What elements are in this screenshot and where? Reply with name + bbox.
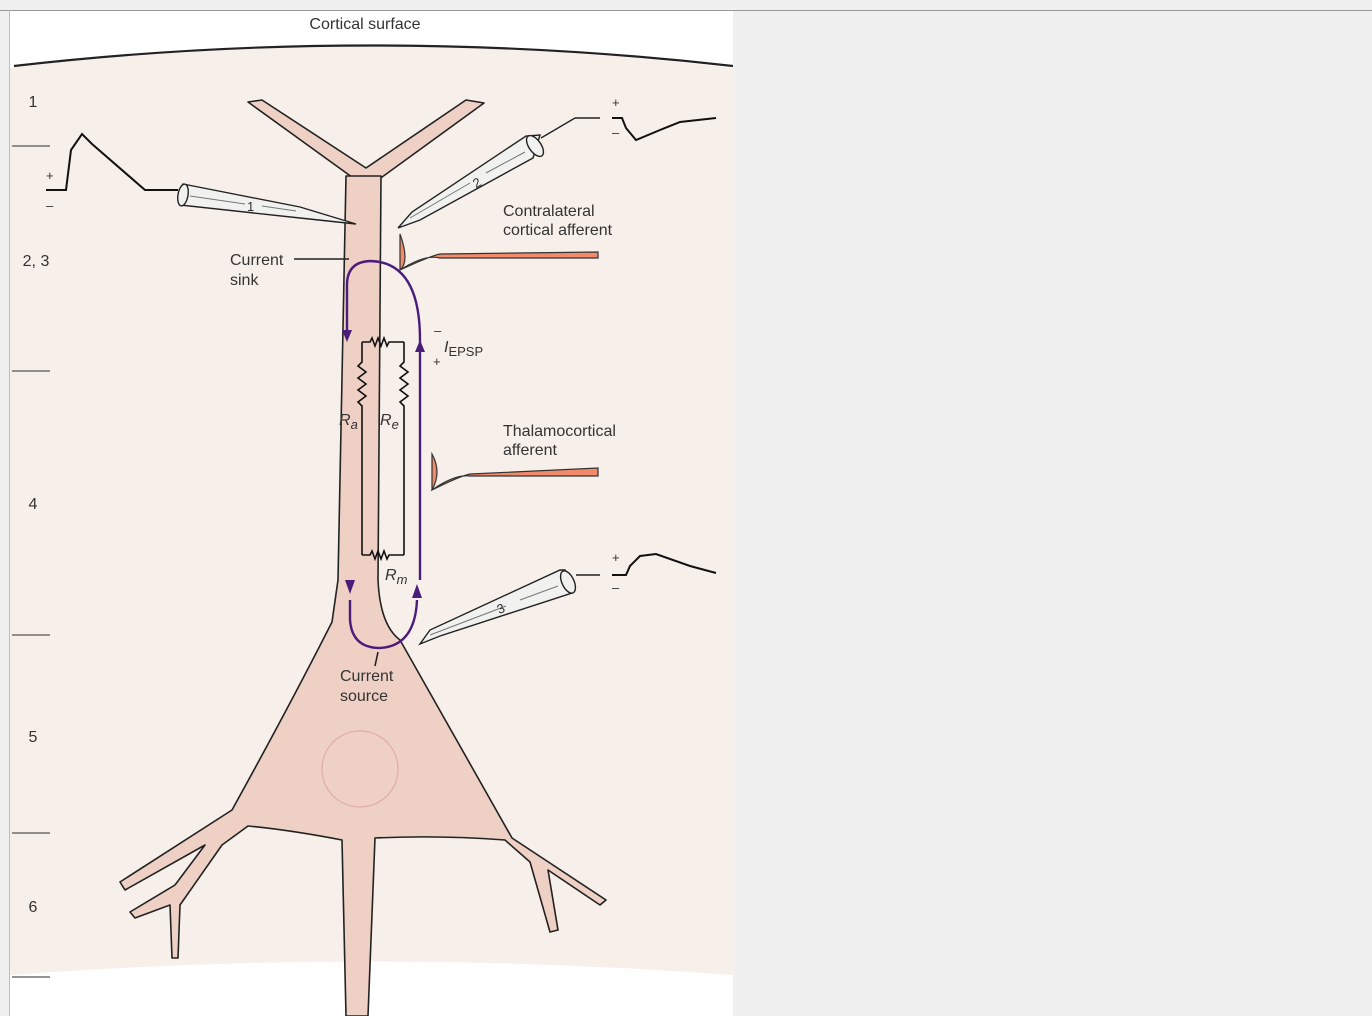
thalamocortical-label-line2: afferent bbox=[503, 442, 558, 459]
contralateral-label-line2: cortical afferent bbox=[503, 222, 613, 239]
current-source-label-line2: source bbox=[340, 688, 388, 705]
contralateral-label-line1: Contralateral bbox=[503, 203, 595, 220]
current-sink-label-line2: sink bbox=[230, 272, 259, 289]
electrode-3-minus: – bbox=[612, 580, 620, 595]
iepsp-minus: – bbox=[434, 323, 442, 338]
electrode-1-number: 1 bbox=[247, 199, 254, 214]
figure-panel: Cortical surface 1 2, 3 4 5 6 bbox=[10, 11, 733, 1016]
electrode-3-plus: + bbox=[612, 550, 620, 565]
current-sink-label-line1: Current bbox=[230, 252, 284, 269]
layer-label-5: 5 bbox=[29, 729, 38, 746]
layer-label-6: 6 bbox=[29, 899, 38, 916]
electrode-2-plus: + bbox=[612, 95, 620, 110]
electrode-1-plus: + bbox=[46, 168, 54, 183]
current-source-label-line1: Current bbox=[340, 668, 394, 685]
thalamocortical-label-line1: Thalamocortical bbox=[503, 423, 616, 440]
electrode-2-minus: – bbox=[612, 125, 620, 140]
layer-label-4: 4 bbox=[29, 496, 38, 513]
iepsp-plus: + bbox=[433, 354, 441, 369]
electrode-1-minus: – bbox=[46, 198, 54, 213]
layer-label-1: 1 bbox=[29, 94, 38, 111]
cortical-surface-label: Cortical surface bbox=[309, 16, 420, 33]
cortical-diagram: Cortical surface 1 2, 3 4 5 6 bbox=[10, 11, 733, 1016]
layer-label-2-3: 2, 3 bbox=[23, 253, 50, 270]
